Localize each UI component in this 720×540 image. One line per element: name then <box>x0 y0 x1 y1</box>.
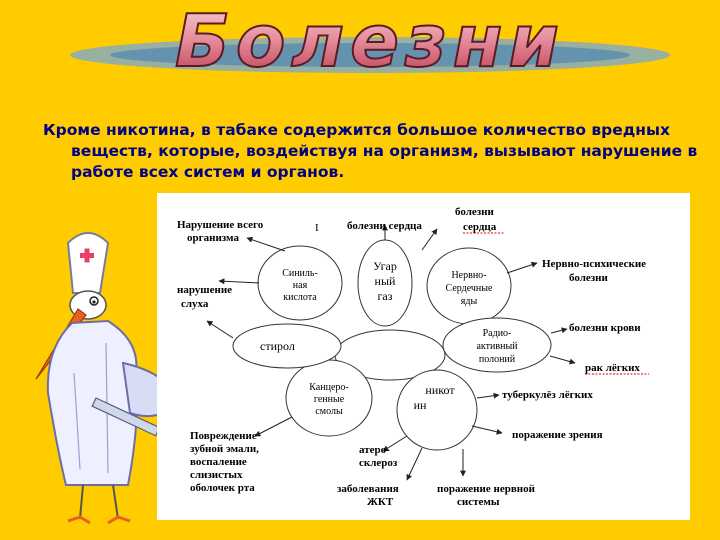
text-cursor-mark: I <box>315 222 319 234</box>
svg-text:туберкулёз лёгких: туберкулёз лёгких <box>502 389 593 401</box>
outcome-label-line: оболочек рта <box>190 482 255 494</box>
svg-text:организма: организма <box>187 232 239 244</box>
svg-text:кислота: кислота <box>283 292 317 303</box>
svg-text:болезни: болезни <box>455 206 495 218</box>
svg-text:Нервно-психические: Нервно-психические <box>542 258 646 270</box>
outcome-label-line: туберкулёз лёгких <box>502 389 593 401</box>
outcome-label-line: атеро- <box>359 444 390 456</box>
svg-text:Нервно-: Нервно- <box>451 270 486 281</box>
svg-text:Радио-: Радио- <box>483 328 512 339</box>
svg-text:смолы: смолы <box>315 406 343 417</box>
svg-text:рак лёгких: рак лёгких <box>585 362 640 374</box>
outcome-label-line: зубной эмали, <box>190 443 259 455</box>
svg-text:системы: системы <box>457 496 500 508</box>
outcome-label-line: болезни крови <box>569 322 641 334</box>
outcome-label-line: Нарушение всего <box>177 219 264 231</box>
outcome-label-line: Повреждение <box>190 430 257 442</box>
petal-stirol <box>232 323 342 369</box>
petal-label-line: стирол <box>260 339 295 353</box>
petal-label-line: Синиль- <box>282 268 318 279</box>
petal-label-line: ин <box>414 398 427 412</box>
title-wordart: Болезни <box>70 0 670 84</box>
svg-text:Нарушение всего: Нарушение всего <box>177 219 264 231</box>
petal-label-line: газ <box>378 289 393 303</box>
outcome-label-line: слизистых <box>190 469 243 481</box>
svg-text:нарушение: нарушение <box>177 284 232 296</box>
petal-label-line: никот <box>425 383 455 397</box>
svg-text:никот: никот <box>425 383 455 397</box>
svg-text:Угар: Угар <box>373 259 397 273</box>
outcome-label-line: нарушение <box>177 284 232 296</box>
outcome-label-line: системы <box>457 496 500 508</box>
petal-nikotin <box>396 369 478 451</box>
svg-text:склероз: склероз <box>359 457 398 469</box>
intro-text: Кроме никотина, в табаке содержится боль… <box>43 121 698 181</box>
svg-text:оболочек рта: оболочек рта <box>190 482 255 494</box>
arrows <box>206 224 576 481</box>
svg-text:болезни крови: болезни крови <box>569 322 641 334</box>
svg-text:сердца: сердца <box>463 221 497 233</box>
petal-label-line: Угар <box>373 259 397 273</box>
svg-text:заболевания: заболевания <box>337 483 399 495</box>
petal-label-line: ная <box>293 280 308 291</box>
svg-text:воспаление: воспаление <box>190 456 247 468</box>
petal-label-line: полоний <box>479 354 516 365</box>
svg-text:Сердечные: Сердечные <box>446 283 493 294</box>
svg-text:активный: активный <box>476 341 518 352</box>
diagram-panel: I Угар ный газ Нервно- Сердечные яды Рад… <box>157 193 690 520</box>
svg-text:слизистых: слизистых <box>190 469 243 481</box>
svg-text:ин: ин <box>414 398 427 412</box>
svg-text:ная: ная <box>293 280 308 291</box>
petal-label-line: смолы <box>315 406 343 417</box>
page-title: Болезни <box>175 0 565 83</box>
svg-text:генные: генные <box>314 394 345 405</box>
petal-label-line: кислота <box>283 292 317 303</box>
svg-text:Повреждение: Повреждение <box>190 430 257 442</box>
petal-label-line: генные <box>314 394 345 405</box>
svg-text:Синиль-: Синиль- <box>282 268 318 279</box>
svg-text:атеро-: атеро- <box>359 444 390 456</box>
svg-text:поражение нервной: поражение нервной <box>437 483 536 495</box>
outcome-label-line: болезни <box>455 206 495 218</box>
svg-text:болезни: болезни <box>569 272 609 284</box>
outcome-label-line: воспаление <box>190 456 247 468</box>
svg-text:полоний: полоний <box>479 354 516 365</box>
svg-text:Канцеро-: Канцеро- <box>309 382 348 393</box>
svg-text:болезни сердца: болезни сердца <box>347 220 422 232</box>
petal-label-line: Радио- <box>483 328 512 339</box>
outcome-label-line: сердца <box>463 221 497 233</box>
outcome-label-line: Нервно-психические <box>542 258 646 270</box>
svg-text:ный: ный <box>375 274 396 288</box>
outcome-label-line: ЖКТ <box>367 496 394 508</box>
outcome-label-line: организма <box>187 232 239 244</box>
petal-label-line: ный <box>375 274 396 288</box>
outcome-label-line: болезни сердца <box>347 220 422 232</box>
outcome-label-line: рак лёгких <box>585 362 640 374</box>
svg-text:яды: яды <box>461 296 478 307</box>
petal-label-line: яды <box>461 296 478 307</box>
petal-radioaktivny-poloniy <box>442 317 552 373</box>
diseases-diagram: I Угар ный газ Нервно- Сердечные яды Рад… <box>177 206 649 508</box>
petal-label-line: активный <box>476 341 518 352</box>
petal-label-line: Нервно- <box>451 270 486 281</box>
outcome-label-line: болезни <box>569 272 609 284</box>
outcome-label-line: слуха <box>181 298 209 310</box>
petal-label-line: Сердечные <box>446 283 493 294</box>
svg-text:зубной эмали,: зубной эмали, <box>190 443 259 455</box>
svg-text:стирол: стирол <box>260 339 295 353</box>
svg-text:ЖКТ: ЖКТ <box>367 496 394 508</box>
outcome-label-line: заболевания <box>337 483 399 495</box>
svg-text:газ: газ <box>378 289 393 303</box>
outcome-label-line: склероз <box>359 457 398 469</box>
petal-label-line: Канцеро- <box>309 382 348 393</box>
svg-text:поражение зрения: поражение зрения <box>512 429 603 441</box>
outcome-label-line: поражение зрения <box>512 429 603 441</box>
svg-text:слуха: слуха <box>181 298 209 310</box>
outcome-label-line: поражение нервной <box>437 483 536 495</box>
